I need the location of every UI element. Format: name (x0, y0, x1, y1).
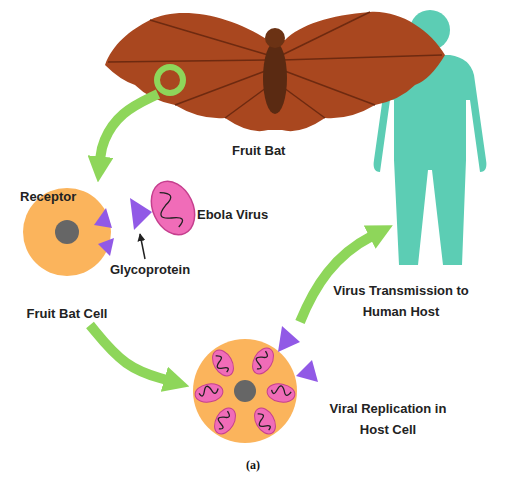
flow-arrow (100, 94, 158, 159)
virus-particle (248, 344, 278, 377)
virus-capsid (208, 346, 238, 379)
wing-bone (280, 85, 325, 118)
glycoprotein-spike (278, 326, 300, 352)
callout-label: Receptor (20, 186, 100, 207)
virus-particle (194, 382, 225, 405)
viral-rna (152, 189, 184, 232)
viral-rna (212, 354, 229, 375)
virus-capsid (194, 382, 225, 405)
bat-wings (105, 12, 445, 131)
viral-rna (198, 384, 219, 396)
wing-bone (282, 55, 442, 60)
bat-body (263, 42, 287, 114)
transmission-arrow (300, 236, 372, 322)
viral-rna (252, 349, 269, 370)
wing-bone (150, 20, 268, 55)
figure-caption: (a) (0, 458, 506, 473)
cell-membrane (193, 339, 297, 443)
viral-rna (271, 384, 292, 396)
receptor (94, 208, 112, 228)
sample-ring (157, 67, 183, 93)
wing-bone (108, 60, 268, 62)
node-outline (192, 338, 298, 444)
viral-rna (254, 412, 271, 433)
bat-head (265, 28, 285, 48)
virus-particle (210, 404, 240, 437)
wing-bone (175, 70, 268, 105)
virus-particle (250, 404, 280, 437)
virus-particle (143, 174, 203, 242)
wing-bone (225, 85, 270, 118)
arrow-label: Virus Transmission to Human Host (326, 280, 476, 322)
glycoprotein-spike (296, 360, 318, 382)
node-label: Ebola Virus (197, 204, 287, 225)
receptor (98, 238, 114, 256)
cell-nucleus (55, 220, 79, 244)
virus-particle (266, 382, 297, 405)
viral-rna (214, 409, 231, 430)
glycoprotein-leader (140, 234, 145, 259)
virus-capsid (266, 382, 297, 405)
host-cell-node: Viral Replication in Host Cell (192, 338, 298, 444)
node-label: Fruit Bat (232, 140, 322, 161)
virus-node: Ebola Virus (145, 180, 200, 238)
virus-capsid (248, 344, 278, 377)
flow-arrow (90, 325, 167, 380)
wing-bone (282, 12, 370, 55)
wing-bone (282, 70, 375, 105)
glycoprotein-spike (130, 198, 152, 230)
bat-node: Fruit Bat (100, 0, 450, 165)
node-outline (100, 0, 450, 165)
cell-nucleus (234, 380, 256, 402)
virus-capsid (210, 404, 240, 437)
node-label: Fruit Bat Cell (0, 303, 140, 324)
callout-label: Glycoprotein (100, 259, 200, 280)
node-outline (145, 180, 200, 238)
virus-particle (208, 346, 238, 379)
virus-capsid (143, 174, 203, 242)
virus-capsid (250, 404, 280, 437)
node-label: Viral Replication in Host Cell (323, 398, 453, 440)
